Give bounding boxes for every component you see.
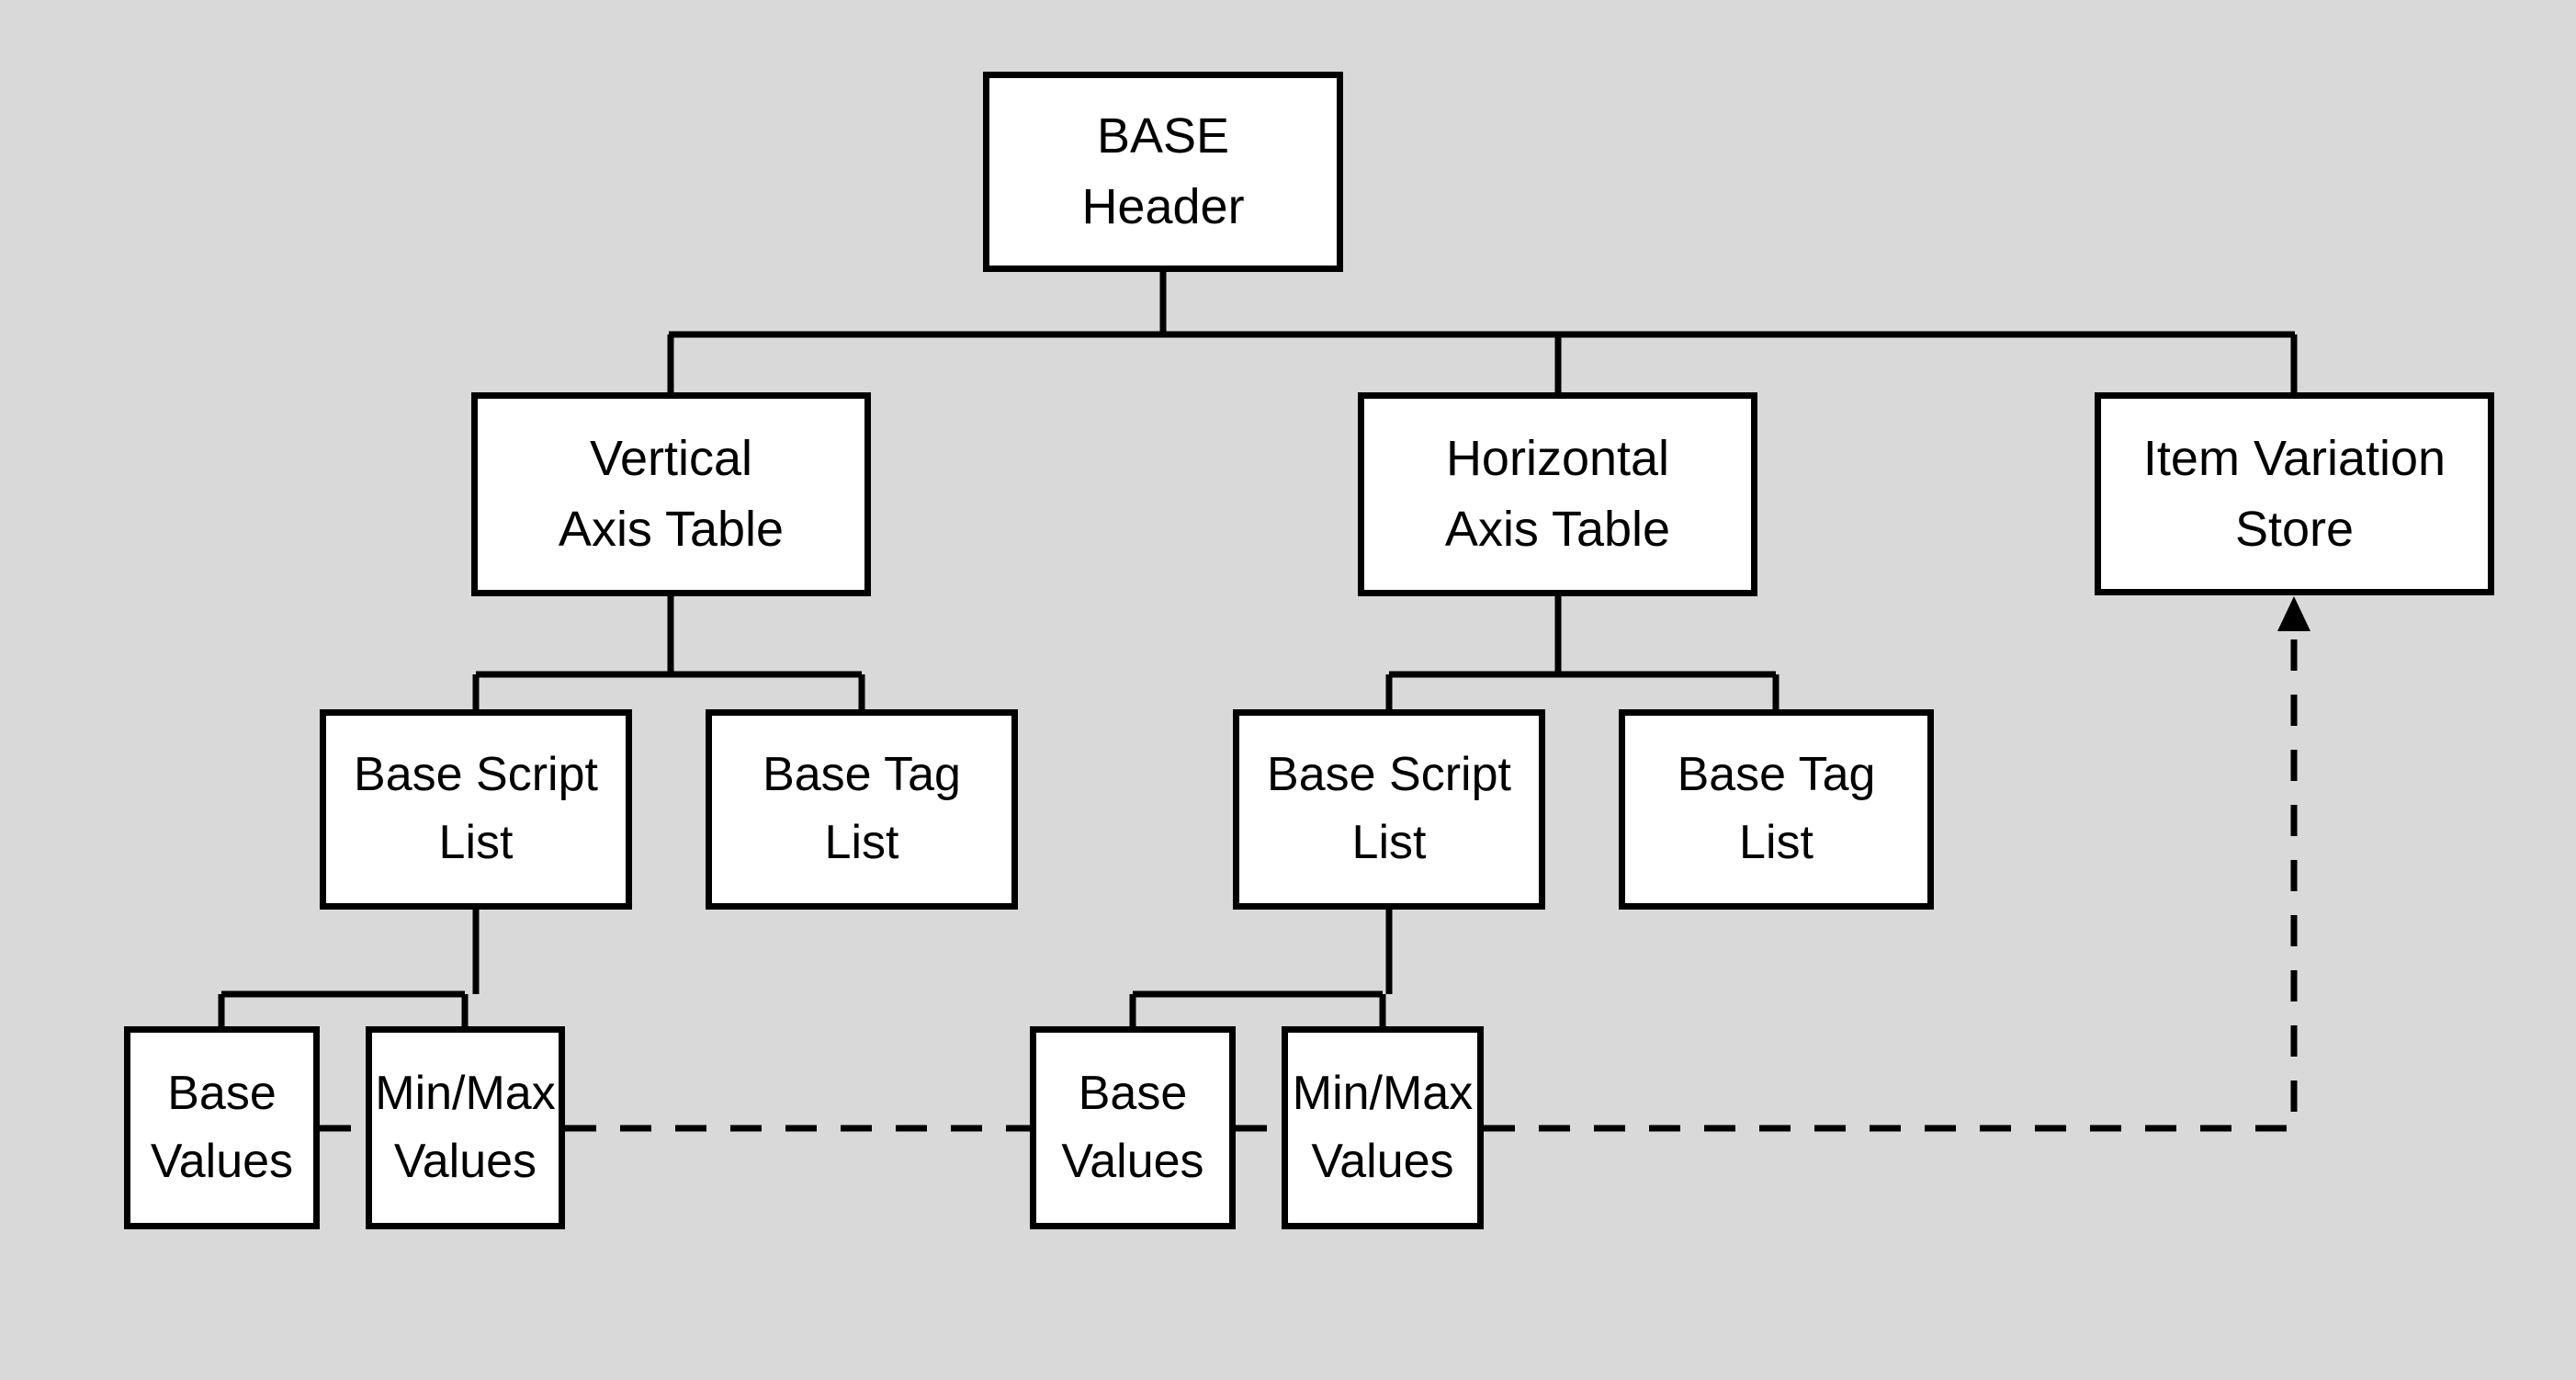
- node-v-minmax-values-label-line-1: Min/Max: [375, 1066, 556, 1120]
- node-h-base-script-list-label-line-1: Base Script: [1267, 748, 1511, 802]
- node-v-base-script-list-label-line-2: List: [438, 816, 514, 869]
- node-v-base-tag-list-label-line-2: List: [824, 816, 899, 869]
- node-horizontal-axis-label-line-1: Horizontal: [1445, 431, 1670, 487]
- node-h-base-tag-list-label-line-2: List: [1739, 816, 1813, 869]
- node-vertical-axis-label-line-1: Vertical: [589, 431, 753, 487]
- node-v-base-values-label-line-1: Base: [167, 1066, 277, 1120]
- arrow-into-item-variation-store-arrowhead-icon: [2277, 596, 2310, 631]
- node-base-header-label-line-2: Header: [1081, 179, 1245, 234]
- node-v-base-script-list-label-line-1: Base Script: [354, 748, 598, 802]
- node-base-header[interactable]: BASE Header: [983, 72, 1343, 272]
- node-h-base-tag-list-label-line-1: Base Tag: [1677, 748, 1876, 802]
- node-item-variation-label-line-1: Item Variation: [2142, 430, 2446, 486]
- node-v-minmax-values-label-line-2: Values: [393, 1134, 537, 1188]
- node-h-base-values-label-line-1: Base: [1078, 1066, 1188, 1120]
- node-base-header-label-line-1: BASE: [1096, 108, 1230, 164]
- node-h-minmax-values-label-line-2: Values: [1311, 1134, 1454, 1188]
- node-h-base-values-label-line-2: Values: [1061, 1134, 1204, 1188]
- node-v-base-values-label-line-2: Values: [150, 1134, 294, 1188]
- node-item-variation-label-line-2: Store: [2234, 501, 2355, 557]
- node-h-minmax-values-label-line-1: Min/Max: [1292, 1066, 1474, 1120]
- node-vertical-axis-label-line-2: Axis Table: [558, 502, 785, 557]
- node-v-base-tag-list-label-line-1: Base Tag: [763, 748, 961, 802]
- node-horizontal-axis-label-line-2: Axis Table: [1444, 502, 1671, 557]
- node-h-base-script-list-label-line-2: List: [1351, 816, 1427, 869]
